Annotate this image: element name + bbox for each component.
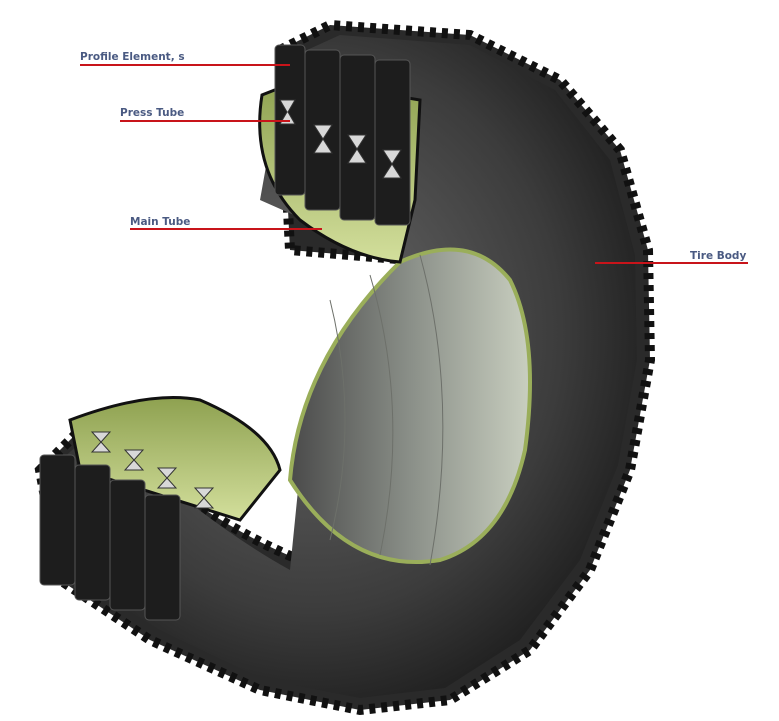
top-cross-section xyxy=(258,44,422,264)
label-press-tube: Press Tube xyxy=(120,107,185,119)
label-main-tube: Main Tube xyxy=(130,216,191,228)
label-profile-element: Profile Element, s xyxy=(80,51,185,63)
leader-line-main-tube xyxy=(130,228,322,230)
leader-line-tire-body xyxy=(595,262,748,264)
leader-line-profile-element xyxy=(80,64,290,66)
leader-line-press-tube xyxy=(120,120,290,122)
inner-rim-surface xyxy=(287,247,532,565)
bottom-cross-section xyxy=(39,396,282,621)
label-tire-body: Tire Body xyxy=(690,250,747,262)
